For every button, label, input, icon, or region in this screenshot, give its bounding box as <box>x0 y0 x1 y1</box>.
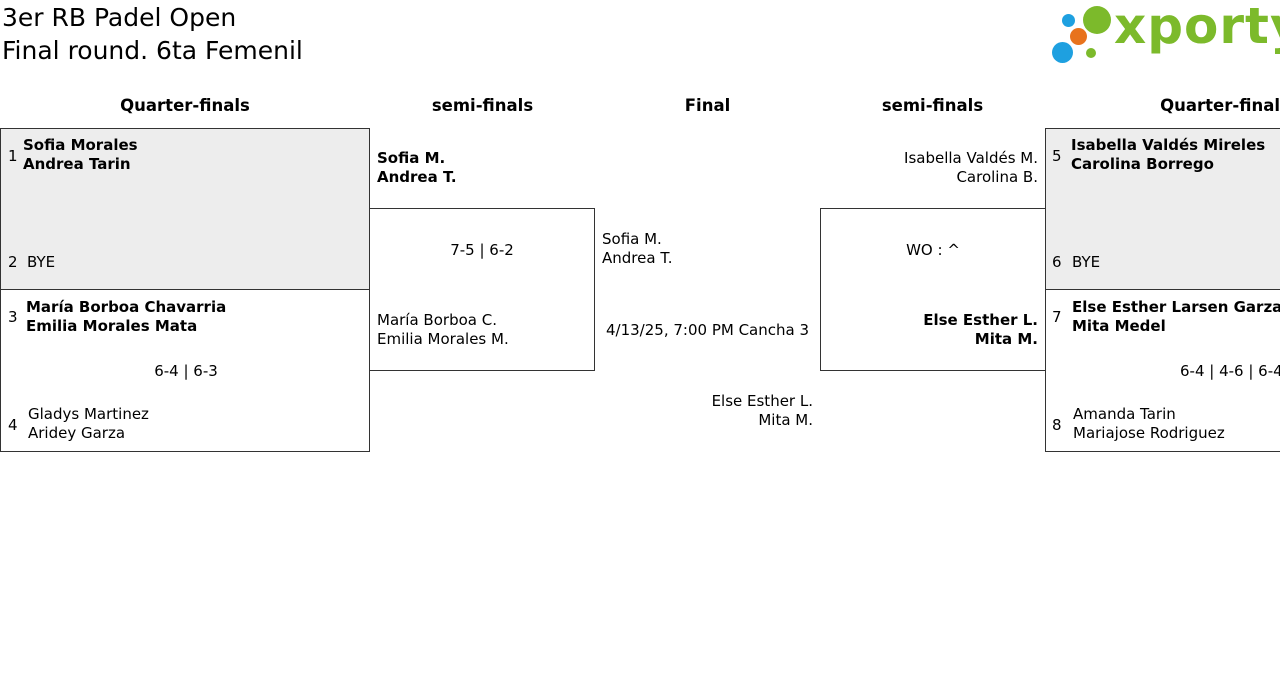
right-qf-match-2[interactable]: 7 Else Esther Larsen Garza Mita Medel 6-… <box>1045 289 1280 452</box>
team-names: Sofia Morales Andrea Tarin <box>23 136 138 174</box>
player-name: Andrea T. <box>377 168 457 186</box>
logo-dot-green-icon <box>1083 6 1111 34</box>
player-name: Amanda Tarin <box>1073 405 1176 423</box>
seed-number: 3 <box>8 308 18 326</box>
match-score: 7-5 | 6-2 <box>450 241 514 259</box>
match-score: 6-4 | 6-3 <box>154 362 218 380</box>
player-name: Emilia Morales Mata <box>26 317 198 335</box>
round-header-left-quarterfinals: Quarter-finals <box>120 96 250 115</box>
right-sf-top-team[interactable]: Isabella Valdés M. Carolina B. <box>820 149 1038 187</box>
team-names: Else Esther Larsen Garza Mita Medel <box>1072 298 1280 336</box>
player-name: Sofia Morales <box>23 136 138 154</box>
player-name: Carolina Borrego <box>1071 155 1214 173</box>
left-sf-match[interactable]: 7-5 | 6-2 María Borboa C. Emilia Morales… <box>369 208 595 371</box>
left-sf-top-team[interactable]: Sofia M. Andrea T. <box>377 149 457 187</box>
logo-wordmark: xporty <box>1114 0 1280 55</box>
final-bottom-team[interactable]: Else Esther L. Mita M. <box>595 392 813 430</box>
right-qf-match-1[interactable]: 5 Isabella Valdés Mireles Carolina Borre… <box>1045 128 1280 290</box>
round-subtitle: Final round. 6ta Femenil <box>2 36 303 65</box>
player-name: María Borboa C. <box>377 311 497 329</box>
player-name: Aridey Garza <box>28 424 126 442</box>
seed-number: 8 <box>1052 416 1062 434</box>
seed-number: 2 <box>8 253 18 271</box>
seed-number: 4 <box>8 416 18 434</box>
team-names: Gladys Martinez Aridey Garza <box>28 405 149 443</box>
xporty-logo[interactable]: xporty <box>1052 0 1280 66</box>
seed-number: 7 <box>1052 308 1062 326</box>
seed-number: 1 <box>8 147 18 165</box>
tournament-title: 3er RB Padel Open <box>2 3 237 32</box>
player-name: María Borboa Chavarria <box>26 298 227 316</box>
final-top-team[interactable]: Sofia M. Andrea T. <box>602 230 672 268</box>
round-header-final: Final <box>684 96 731 115</box>
player-name: Isabella Valdés M. <box>904 149 1038 167</box>
player-name: Else Esther L. <box>923 311 1038 329</box>
team-names: María Borboa Chavarria Emilia Morales Ma… <box>26 298 226 336</box>
player-name: Mita M. <box>974 330 1038 348</box>
player-name: Andrea Tarin <box>23 155 131 173</box>
player-name: Isabella Valdés Mireles <box>1071 136 1266 154</box>
seed-number: 6 <box>1052 253 1062 271</box>
bye-label: BYE <box>27 253 56 271</box>
player-name: Else Esther L. <box>711 392 813 410</box>
final-schedule: 4/13/25, 7:00 PM Cancha 3 <box>606 321 809 339</box>
player-name: Mita Medel <box>1072 317 1166 335</box>
player-name: Sofia M. <box>377 149 446 167</box>
player-name: Andrea T. <box>602 249 673 267</box>
round-header-right-quarterfinals: Quarter-final <box>1160 96 1280 115</box>
player-name: Gladys Martinez <box>28 405 149 423</box>
player-name: Sofia M. <box>602 230 662 248</box>
left-qf-match-2[interactable]: 3 María Borboa Chavarria Emilia Morales … <box>0 289 370 452</box>
logo-dot-blue-small-icon <box>1062 14 1075 27</box>
logo-dot-blue-icon <box>1052 42 1073 63</box>
team-names: María Borboa C. Emilia Morales M. <box>377 311 509 349</box>
match-score: 6-4 | 4-6 | 6-4 <box>1180 362 1280 380</box>
logo-dot-green-small-icon <box>1086 48 1096 58</box>
player-name: Carolina B. <box>956 168 1038 186</box>
player-name: Else Esther Larsen Garza <box>1072 298 1280 316</box>
player-name: Mariajose Rodriguez <box>1073 424 1225 442</box>
seed-number: 5 <box>1052 147 1062 165</box>
match-score: WO : ^ <box>906 241 960 259</box>
round-header-right-semifinals: semi-finals <box>881 96 984 115</box>
logo-dot-orange-icon <box>1070 28 1087 45</box>
player-name: Emilia Morales M. <box>377 330 509 348</box>
left-qf-match-1[interactable]: 1 Sofia Morales Andrea Tarin 2 BYE <box>0 128 370 290</box>
team-names: Amanda Tarin Mariajose Rodriguez <box>1073 405 1225 443</box>
bye-label: BYE <box>1072 253 1101 271</box>
round-header-left-semifinals: semi-finals <box>431 96 534 115</box>
team-names: Else Esther L. Mita M. <box>923 311 1038 349</box>
player-name: Mita M. <box>758 411 813 429</box>
right-sf-match[interactable]: WO : ^ Else Esther L. Mita M. <box>820 208 1046 371</box>
team-names: Isabella Valdés Mireles Carolina Borrego <box>1071 136 1265 174</box>
